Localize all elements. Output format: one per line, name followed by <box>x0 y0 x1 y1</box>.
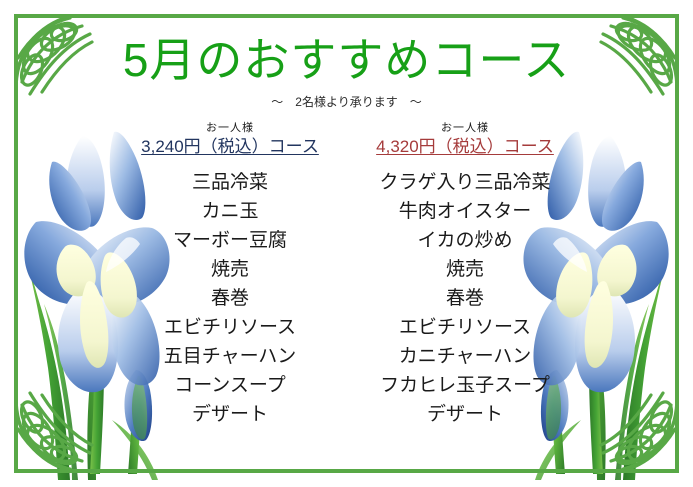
course-item-list: クラゲ入り三品冷菜 牛肉オイスター イカの炒め 焼売 春巻 エビチリソース カニ… <box>340 168 590 429</box>
menu-item: 焼売 <box>210 259 249 280</box>
menu-item: デザート <box>191 404 268 425</box>
menu-item: デザート <box>426 404 503 425</box>
iris-flower-left <box>24 131 170 480</box>
menu-item: 春巻 <box>210 288 249 309</box>
course-item-list: 三品冷菜 カニ玉 マーボー豆腐 焼売 春巻 エビチリソース 五目チャーハン コー… <box>105 168 355 429</box>
page-title: 5月のおすすめコース <box>122 34 571 86</box>
iris-flower-right <box>523 131 669 480</box>
course-column-premium: お一人様 4,320円（税込）コース クラゲ入り三品冷菜 牛肉オイスター イカの… <box>340 121 590 429</box>
corner-ornament-top-left <box>14 16 94 96</box>
course-column-standard: お一人様 3,240円（税込）コース 三品冷菜 カニ玉 マーボー豆腐 焼売 春巻… <box>105 121 355 429</box>
menu-item: カニチャーハン <box>398 346 532 367</box>
menu-item: エビチリソース <box>163 317 297 338</box>
menu-item: イカの炒め <box>417 230 513 251</box>
menu-item: カニ玉 <box>201 201 259 222</box>
per-person-label: お一人様 <box>441 122 489 134</box>
reservation-note: ～ 2名様より承ります ～ <box>271 95 422 109</box>
menu-item: 春巻 <box>445 288 484 309</box>
per-person-label: お一人様 <box>206 122 254 134</box>
menu-item: 牛肉オイスター <box>398 201 532 222</box>
menu-item: 五目チャーハン <box>163 346 297 367</box>
menu-item: フカヒレ玉子スープ <box>380 375 550 396</box>
menu-item: マーボー豆腐 <box>172 230 287 251</box>
corner-ornament-bottom-right <box>599 391 679 471</box>
menu-item: 焼売 <box>445 259 484 280</box>
course-price-heading: 3,240円（税込）コース <box>141 137 319 156</box>
menu-item: 三品冷菜 <box>191 172 268 193</box>
course-price-heading: 4,320円（税込）コース <box>376 137 554 156</box>
corner-ornament-top-right <box>599 16 679 96</box>
menu-item: クラゲ入り三品冷菜 <box>379 172 551 193</box>
corner-ornament-bottom-left <box>14 391 94 471</box>
menu-item: コーンスープ <box>174 375 286 396</box>
menu-item: エビチリソース <box>398 317 532 338</box>
